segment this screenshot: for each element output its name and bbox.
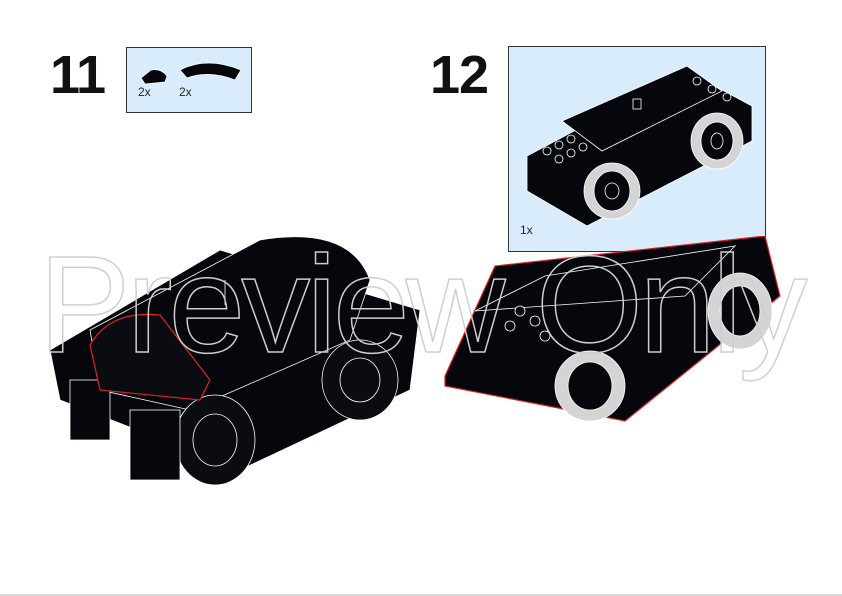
parts-callout-step-12: 1x bbox=[508, 46, 766, 252]
motor-assembly-illustration bbox=[444, 236, 781, 422]
parts-callout-step-11: 2x 2x bbox=[126, 47, 252, 113]
bogie-assembly-illustration bbox=[49, 236, 421, 486]
step-number-12: 12 bbox=[430, 45, 489, 105]
step-number-11: 11 bbox=[50, 45, 106, 105]
page-bottom-border bbox=[0, 594, 842, 596]
preview-only-watermark: Preview Only bbox=[38, 228, 808, 382]
part-quantity: 1x bbox=[520, 223, 533, 237]
quarter-round-tile-icon bbox=[140, 69, 168, 85]
part-quantity: 2x bbox=[179, 85, 192, 99]
part-quantity: 2x bbox=[138, 85, 151, 99]
train-motor-icon bbox=[526, 65, 753, 227]
curved-tile-icon bbox=[179, 62, 242, 81]
